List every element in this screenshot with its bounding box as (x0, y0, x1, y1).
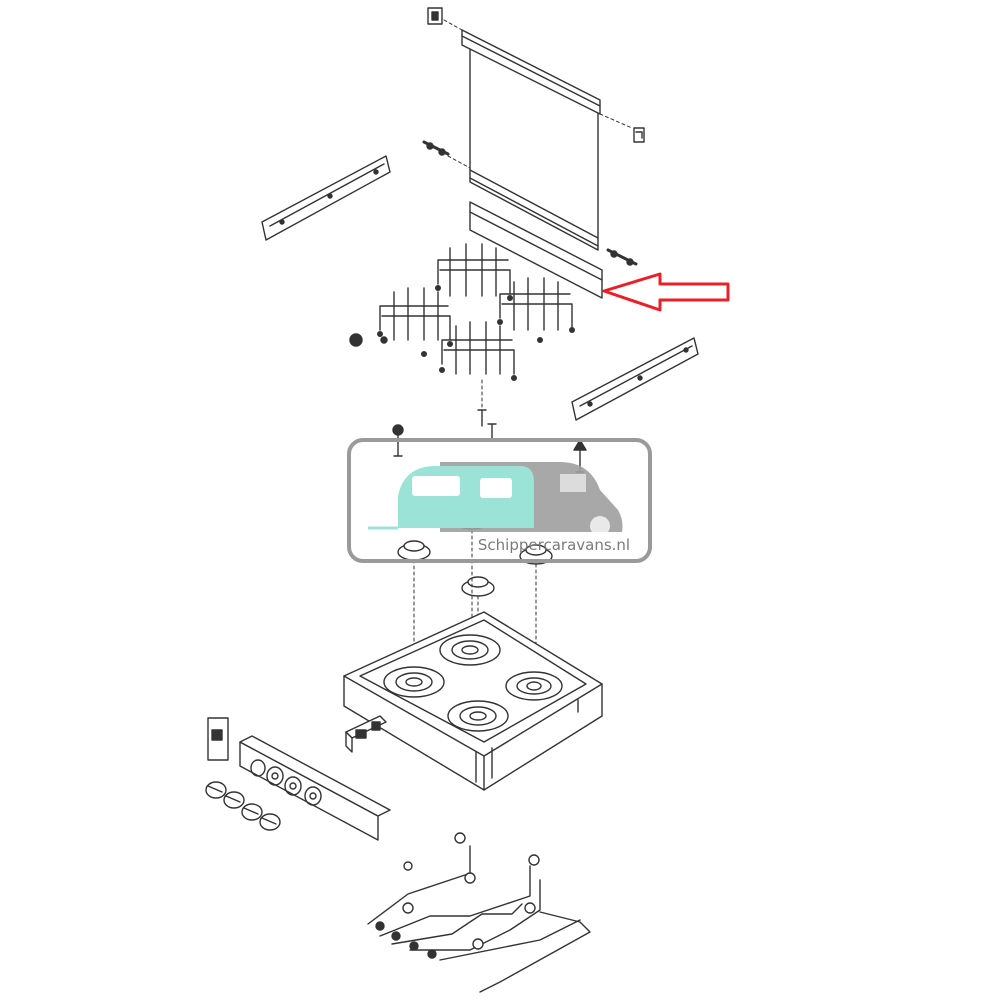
burner-cap-front (461, 576, 495, 597)
right-side-panel (571, 337, 699, 421)
watermark-frame (347, 438, 652, 563)
support-feet (377, 285, 575, 381)
pan-support-front (441, 321, 515, 375)
pan-support-rear (437, 243, 511, 297)
lid-top-bracket (427, 7, 463, 31)
watermark: Schippercaravans.nl (347, 438, 652, 563)
left-side-panel (261, 155, 391, 241)
hinge-strip (469, 201, 603, 299)
pan-support-right (499, 277, 573, 331)
control-knobs (205, 781, 281, 831)
pan-support-left (379, 287, 451, 341)
glass-lid (461, 29, 601, 251)
watermark-text: Schippercaravans.nl (478, 536, 630, 554)
caravan-icon (368, 466, 534, 530)
ignition-block (345, 715, 387, 753)
ignition-switch (207, 717, 229, 761)
screws (392, 409, 587, 473)
control-nut (349, 333, 388, 347)
control-panel (239, 735, 391, 841)
hob-tray (343, 611, 603, 791)
hob-burners (383, 634, 563, 732)
burner-cap-left (397, 540, 431, 561)
lid-side-clip (599, 113, 645, 143)
highlight-arrow (602, 272, 730, 312)
right-hinge (606, 248, 638, 266)
left-hinge (422, 140, 471, 169)
gas-pipework (367, 832, 591, 993)
